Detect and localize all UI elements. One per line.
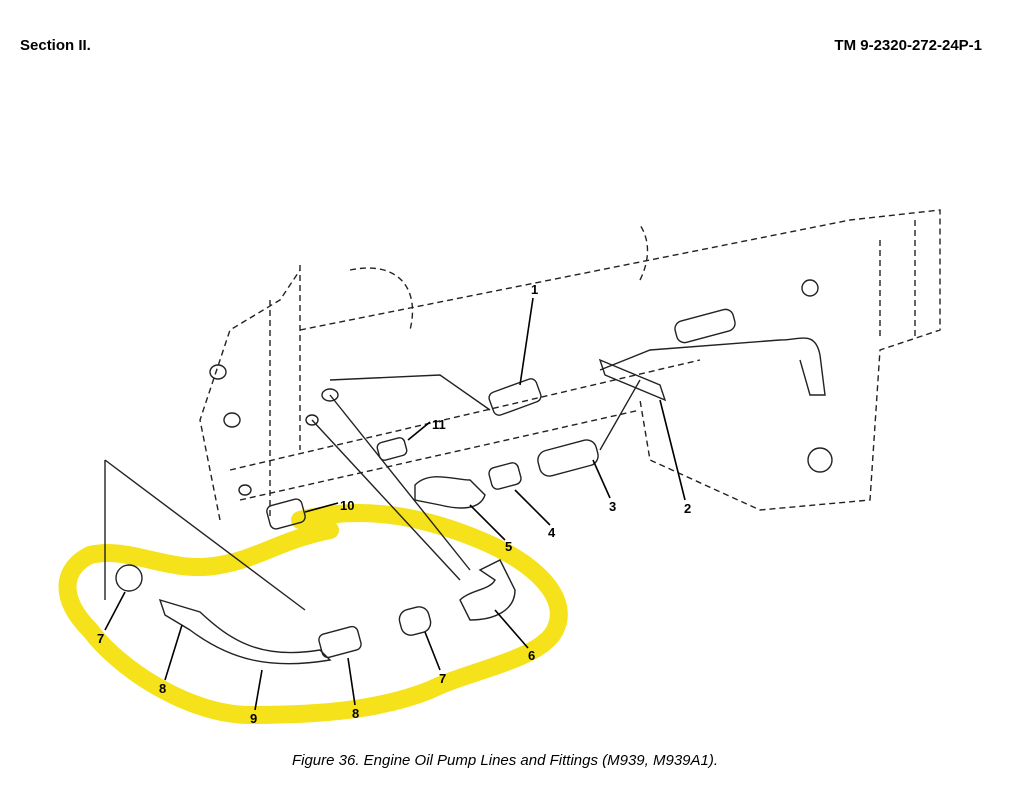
callout-2: 2 xyxy=(684,501,691,516)
section-label: Section II. xyxy=(20,37,91,54)
callout-3: 3 xyxy=(609,499,616,514)
callout-10: 10 xyxy=(340,498,354,513)
highlight-loop xyxy=(58,504,568,724)
callout-6: 6 xyxy=(528,648,535,663)
callout-11: 11 xyxy=(432,417,446,432)
callout-9: 9 xyxy=(250,711,257,726)
callout-7b: 7 xyxy=(439,671,446,686)
callout-4: 4 xyxy=(548,525,556,540)
callout-1: 1 xyxy=(531,282,538,297)
figure-caption: Figure 36. Engine Oil Pump Lines and Fit… xyxy=(291,752,719,769)
callout-7a: 7 xyxy=(97,631,104,646)
callout-5: 5 xyxy=(505,539,512,554)
tm-number: TM 9-2320-272-24P-1 xyxy=(834,37,982,54)
callout-8a: 8 xyxy=(159,681,166,696)
callout-8b: 8 xyxy=(352,706,359,721)
